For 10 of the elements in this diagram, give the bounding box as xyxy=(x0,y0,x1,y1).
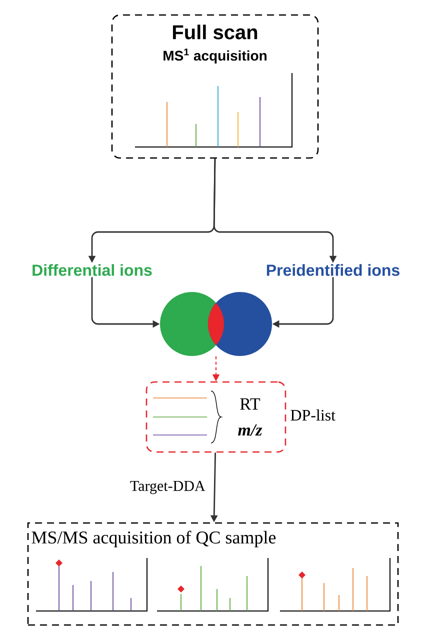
side-label: DP-list xyxy=(290,409,336,421)
box-subtitle: MS$^{1}$ acquisition xyxy=(164,48,266,64)
venn-diagram xyxy=(160,292,272,356)
parameter-label: m/z xyxy=(238,424,262,436)
edge-label: Target-DDA xyxy=(128,480,206,496)
parameter-label: RT xyxy=(240,398,260,410)
category-label: Preidentified ions xyxy=(266,264,400,276)
category-label: Differential ions xyxy=(32,264,152,276)
box-title: Full scan xyxy=(172,24,258,40)
box-title: MS/MS acquisition of QC sample xyxy=(32,530,276,548)
